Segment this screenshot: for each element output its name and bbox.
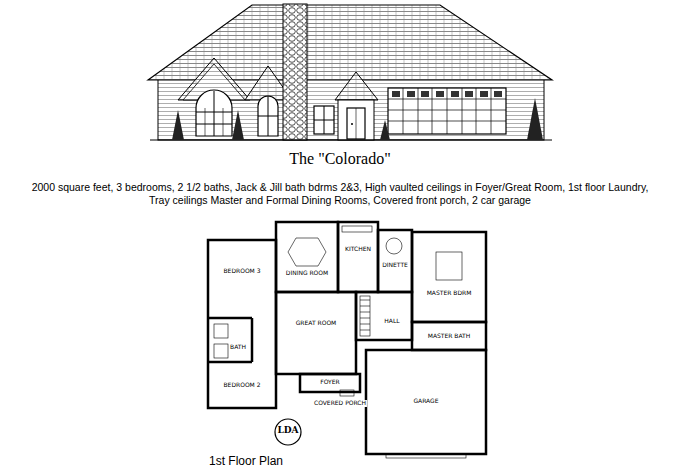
room-label: DINING ROOM xyxy=(285,270,329,277)
room-label: BATH xyxy=(229,344,247,351)
logo-text: LDA xyxy=(277,426,298,436)
room-label: GARAGE xyxy=(412,398,439,405)
room-label: HALL xyxy=(383,318,400,325)
room-label: MASTER BATH xyxy=(427,333,472,340)
plan-description: 2000 square feet, 3 bedrooms, 2 1/2 bath… xyxy=(20,181,660,206)
room-label: KITCHEN xyxy=(344,246,372,253)
room-label: DINETTE xyxy=(381,262,409,269)
room-label: MASTER BDRM xyxy=(426,290,473,297)
floor-label: 1st Floor Plan xyxy=(209,455,283,468)
plan-title: The "Colorado" xyxy=(289,150,390,168)
room-label: COVERED PORCH xyxy=(313,400,367,407)
room-label: BEDROOM 3 xyxy=(222,268,261,275)
room-label: GREAT ROOM xyxy=(295,320,338,327)
room-label: FOYER xyxy=(319,379,340,386)
room-label: BEDROOM 2 xyxy=(222,382,261,389)
